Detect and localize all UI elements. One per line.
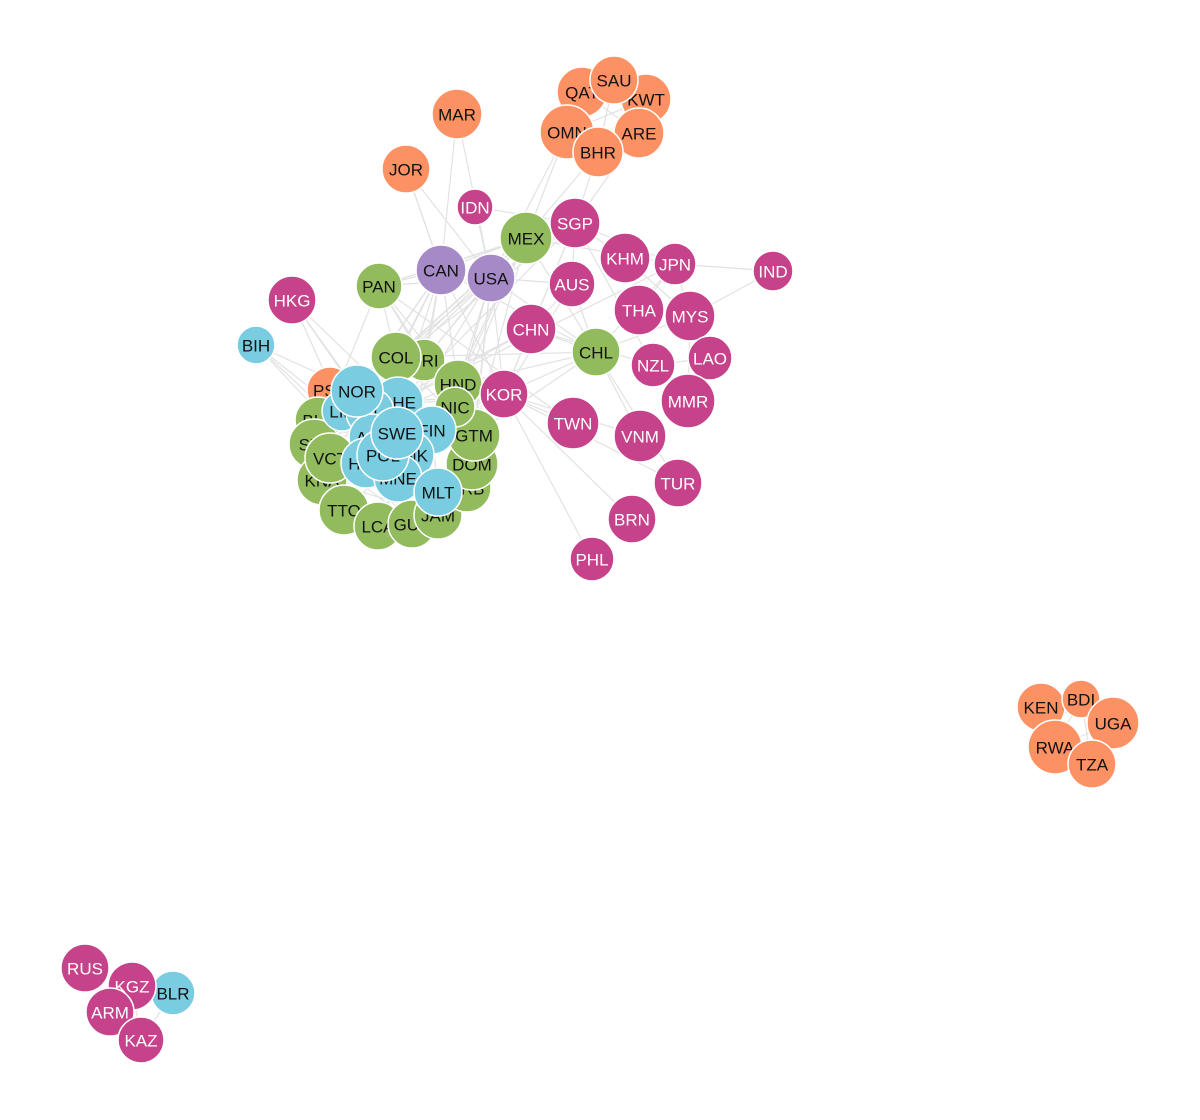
node-circle: [546, 396, 600, 450]
node-lao[interactable]: LAO: [687, 335, 733, 381]
node-circle: [572, 126, 624, 178]
node-mlt[interactable]: MLT: [413, 467, 463, 517]
node-chl[interactable]: CHL: [571, 327, 621, 377]
node-circle: [549, 197, 601, 249]
node-circle: [370, 331, 422, 383]
node-circle: [630, 342, 676, 388]
edge-kor-phl: [503, 393, 593, 560]
node-usa[interactable]: USA: [466, 253, 516, 303]
node-rus[interactable]: RUS: [60, 943, 110, 993]
edge-mar-can: [440, 113, 458, 271]
node-circle: [499, 211, 553, 265]
node-circle: [456, 188, 494, 226]
node-sgp[interactable]: SGP: [549, 197, 601, 249]
node-circle: [236, 325, 276, 365]
node-circle: [479, 369, 529, 419]
node-khm[interactable]: KHM: [599, 232, 651, 284]
node-vnm[interactable]: VNM: [613, 409, 667, 463]
node-circle: [117, 1016, 165, 1064]
node-circle: [1086, 696, 1140, 750]
node-idn[interactable]: IDN: [456, 188, 494, 226]
node-circle: [589, 55, 639, 105]
node-sau[interactable]: SAU: [589, 55, 639, 105]
node-circle: [431, 88, 483, 140]
node-circle: [355, 262, 403, 310]
node-col[interactable]: COL: [370, 331, 422, 383]
node-circle: [599, 232, 651, 284]
node-circle: [60, 943, 110, 993]
node-circle: [687, 335, 733, 381]
node-jpn[interactable]: JPN: [653, 242, 697, 286]
node-kor[interactable]: KOR: [479, 369, 529, 419]
node-circle: [660, 373, 716, 429]
node-chn[interactable]: CHN: [505, 303, 557, 355]
node-circle: [664, 290, 716, 342]
node-circle: [413, 467, 463, 517]
node-circle: [1061, 679, 1101, 719]
node-brn[interactable]: BRN: [607, 494, 657, 544]
node-tha[interactable]: THA: [613, 284, 665, 336]
node-circle: [653, 242, 697, 286]
node-aus[interactable]: AUS: [548, 260, 596, 308]
node-circle: [653, 458, 703, 508]
edge-kor-brn: [503, 393, 633, 520]
node-circle: [1067, 739, 1117, 789]
node-circle: [569, 536, 615, 582]
node-circle: [267, 275, 317, 325]
node-nzl[interactable]: NZL: [630, 342, 676, 388]
node-bih[interactable]: BIH: [236, 325, 276, 365]
node-circle: [85, 987, 135, 1037]
node-mmr[interactable]: MMR: [660, 373, 716, 429]
node-kaz[interactable]: KAZ: [117, 1016, 165, 1064]
node-ind[interactable]: IND: [752, 250, 794, 292]
node-circle: [752, 250, 794, 292]
node-circle: [415, 244, 467, 296]
node-circle: [466, 253, 516, 303]
node-nor[interactable]: NOR: [330, 364, 384, 418]
node-circle: [370, 406, 424, 460]
node-circle: [548, 260, 596, 308]
node-blr[interactable]: BLR: [150, 970, 196, 1016]
node-hkg[interactable]: HKG: [267, 275, 317, 325]
node-circle: [330, 364, 384, 418]
node-pan[interactable]: PAN: [355, 262, 403, 310]
node-circle: [571, 327, 621, 377]
node-mex[interactable]: MEX: [499, 211, 553, 265]
node-jor[interactable]: JOR: [381, 144, 431, 194]
node-circle: [613, 284, 665, 336]
node-swe[interactable]: SWE: [370, 406, 424, 460]
node-mar[interactable]: MAR: [431, 88, 483, 140]
node-tur[interactable]: TUR: [653, 458, 703, 508]
node-tza[interactable]: TZA: [1067, 739, 1117, 789]
node-circle: [381, 144, 431, 194]
node-circle: [613, 409, 667, 463]
node-bhr[interactable]: BHR: [572, 126, 624, 178]
node-circle: [505, 303, 557, 355]
node-phl[interactable]: PHL: [569, 536, 615, 582]
node-can[interactable]: CAN: [415, 244, 467, 296]
node-mys[interactable]: MYS: [664, 290, 716, 342]
node-circle: [150, 970, 196, 1016]
node-twn[interactable]: TWN: [546, 396, 600, 450]
node-circle: [607, 494, 657, 544]
